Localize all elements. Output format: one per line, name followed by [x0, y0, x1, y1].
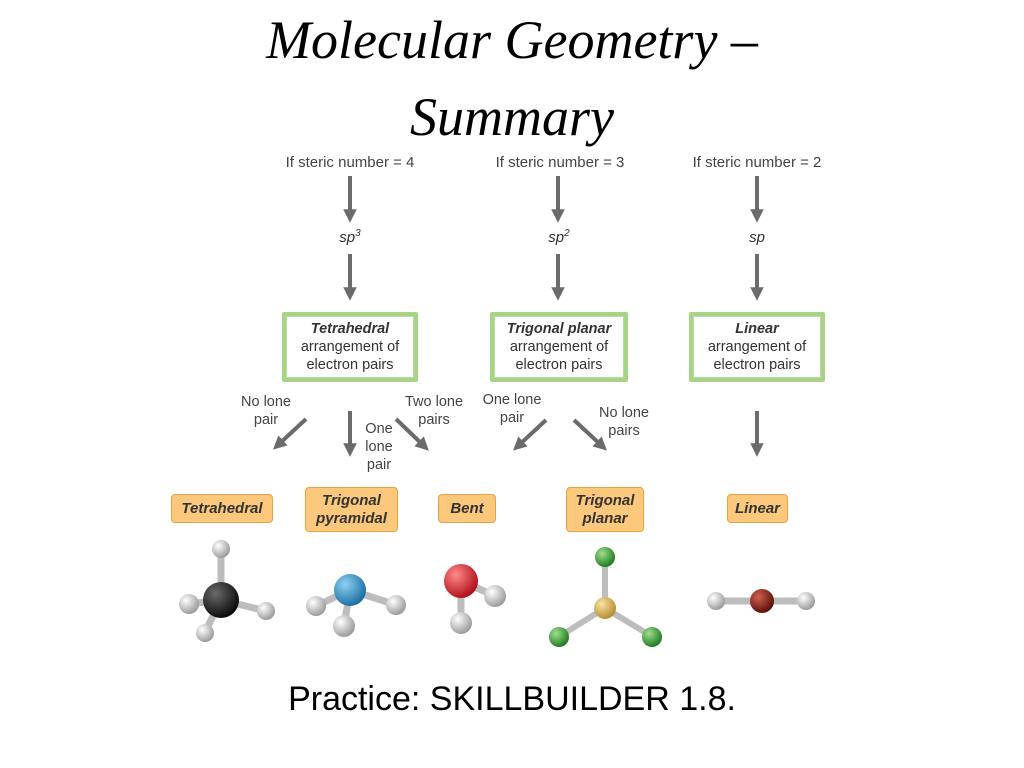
hydrogen-atom: [306, 596, 326, 616]
molecule-trigonal-planar: [549, 547, 662, 647]
fluorine-atom: [549, 627, 569, 647]
hybridization-superscript: 2: [564, 228, 570, 239]
geometry-name-line-1: Trigonal: [575, 491, 635, 509]
condition-steric-2: If steric number = 2: [692, 154, 822, 171]
label-line-2: pairs: [608, 423, 640, 439]
title-line-1: Molecular Geometry –: [266, 10, 758, 70]
hydrogen-atom: [797, 592, 815, 610]
arrangement-box-inner: Trigonal planar arrangement of electron …: [494, 316, 624, 378]
geometry-name: Tetrahedral: [181, 499, 263, 517]
geometry-box-linear: Linear: [727, 494, 788, 523]
arrangement-line-2: arrangement of: [707, 339, 807, 355]
hydrogen-atom: [196, 624, 214, 642]
lone-pair-label-one-pyramidal: One lone pair: [365, 420, 392, 474]
geometry-name-line-2: pyramidal: [316, 509, 387, 527]
label-line-1: One: [365, 421, 393, 437]
arrow-two-lone-pairs-bent: [394, 417, 429, 451]
molecule-trigonal-pyramidal: [306, 574, 406, 637]
fluorine-atom: [642, 627, 662, 647]
arrangement-box-inner: Tetrahedral arrangement of electron pair…: [286, 316, 414, 378]
hybridization-sp: sp: [749, 228, 765, 246]
hydrogen-atom: [707, 592, 725, 610]
lone-pair-label-none-tetrahedral: No lone pair: [241, 393, 291, 429]
hydrogen-atom: [450, 612, 472, 634]
hydrogen-atom: [179, 594, 199, 614]
fluorine-atom: [595, 547, 615, 567]
nitrogen-atom: [334, 574, 366, 606]
geometry-name-line-1: Trigonal: [322, 491, 381, 509]
arrangement-box-trigonal-planar: Trigonal planar arrangement of electron …: [490, 312, 628, 382]
molecule-bent: [444, 564, 506, 634]
boron-atom: [594, 597, 616, 619]
arrangement-line-2: arrangement of: [300, 339, 400, 355]
arrangement-name: Tetrahedral: [310, 321, 390, 337]
hydrogen-atom: [484, 585, 506, 607]
arrangement-box-inner: Linear arrangement of electron pairs: [693, 316, 821, 378]
hydrogen-atom: [212, 540, 230, 558]
condition-steric-4: If steric number = 4: [285, 154, 415, 171]
arrangement-line-2: arrangement of: [509, 339, 609, 355]
geometry-name: Bent: [450, 499, 484, 517]
hybridization-base: sp: [339, 229, 356, 246]
arrangement-name: Linear: [735, 321, 779, 337]
molecule-linear: [707, 589, 815, 613]
hybridization-base: sp: [749, 229, 765, 246]
label-line-1: One lone: [482, 392, 542, 408]
central-atom: [750, 589, 774, 613]
label-line-2: pair: [253, 412, 279, 428]
label-line-2: pairs: [418, 412, 450, 428]
carbon-atom: [203, 582, 239, 618]
label-line-2: pair: [499, 410, 525, 426]
arrangement-line-3: electron pairs: [713, 357, 801, 373]
geometry-box-trigonal-pyramidal: Trigonal pyramidal: [305, 487, 398, 532]
lone-pair-label-two-bent: Two lone pairs: [405, 393, 463, 429]
geometry-box-trigonal-planar: Trigonal planar: [566, 487, 644, 532]
arrangement-box-linear: Linear arrangement of electron pairs: [689, 312, 825, 382]
hybridization-sp2: sp2: [548, 228, 569, 246]
practice-note: Practice: SKILLBUILDER 1.8.: [288, 680, 736, 718]
hybridization-superscript: 3: [355, 228, 361, 239]
hybridization-sp3: sp3: [339, 228, 360, 246]
arrangement-name: Trigonal planar: [506, 321, 612, 337]
geometry-name: Linear: [734, 499, 780, 517]
title-line-2: Summary: [410, 87, 614, 147]
hybridization-base: sp: [548, 229, 565, 246]
hydrogen-atom: [333, 615, 355, 637]
arrow-no-lone-pair-tetrahedral: [273, 417, 308, 450]
geometry-box-tetrahedral: Tetrahedral: [171, 494, 273, 523]
lone-pair-label-none-trigonal-planar: No lone pairs: [599, 404, 649, 440]
condition-steric-3: If steric number = 3: [495, 154, 625, 171]
hydrogen-atom: [386, 595, 406, 615]
oxygen-atom: [444, 564, 478, 598]
arrangement-box-tetrahedral: Tetrahedral arrangement of electron pair…: [282, 312, 418, 382]
label-line-2: lone: [365, 439, 393, 455]
hydrogen-atom: [257, 602, 275, 620]
arrow-no-lone-pairs-trigonal-planar: [572, 418, 607, 451]
molecule-tetrahedral: [179, 540, 275, 642]
label-line-1: No lone: [599, 405, 649, 421]
label-line-3: pair: [366, 457, 392, 473]
label-line-1: No lone: [241, 394, 291, 410]
lone-pair-label-one-bent: One lone pair: [483, 391, 542, 427]
arrow-one-lone-pair-bent: [513, 418, 548, 451]
label-line-1: Two lone: [404, 394, 464, 410]
geometry-name-line-2: planar: [582, 509, 628, 527]
arrangement-line-3: electron pairs: [306, 357, 394, 373]
arrangement-line-3: electron pairs: [515, 357, 603, 373]
geometry-box-bent: Bent: [438, 494, 496, 523]
